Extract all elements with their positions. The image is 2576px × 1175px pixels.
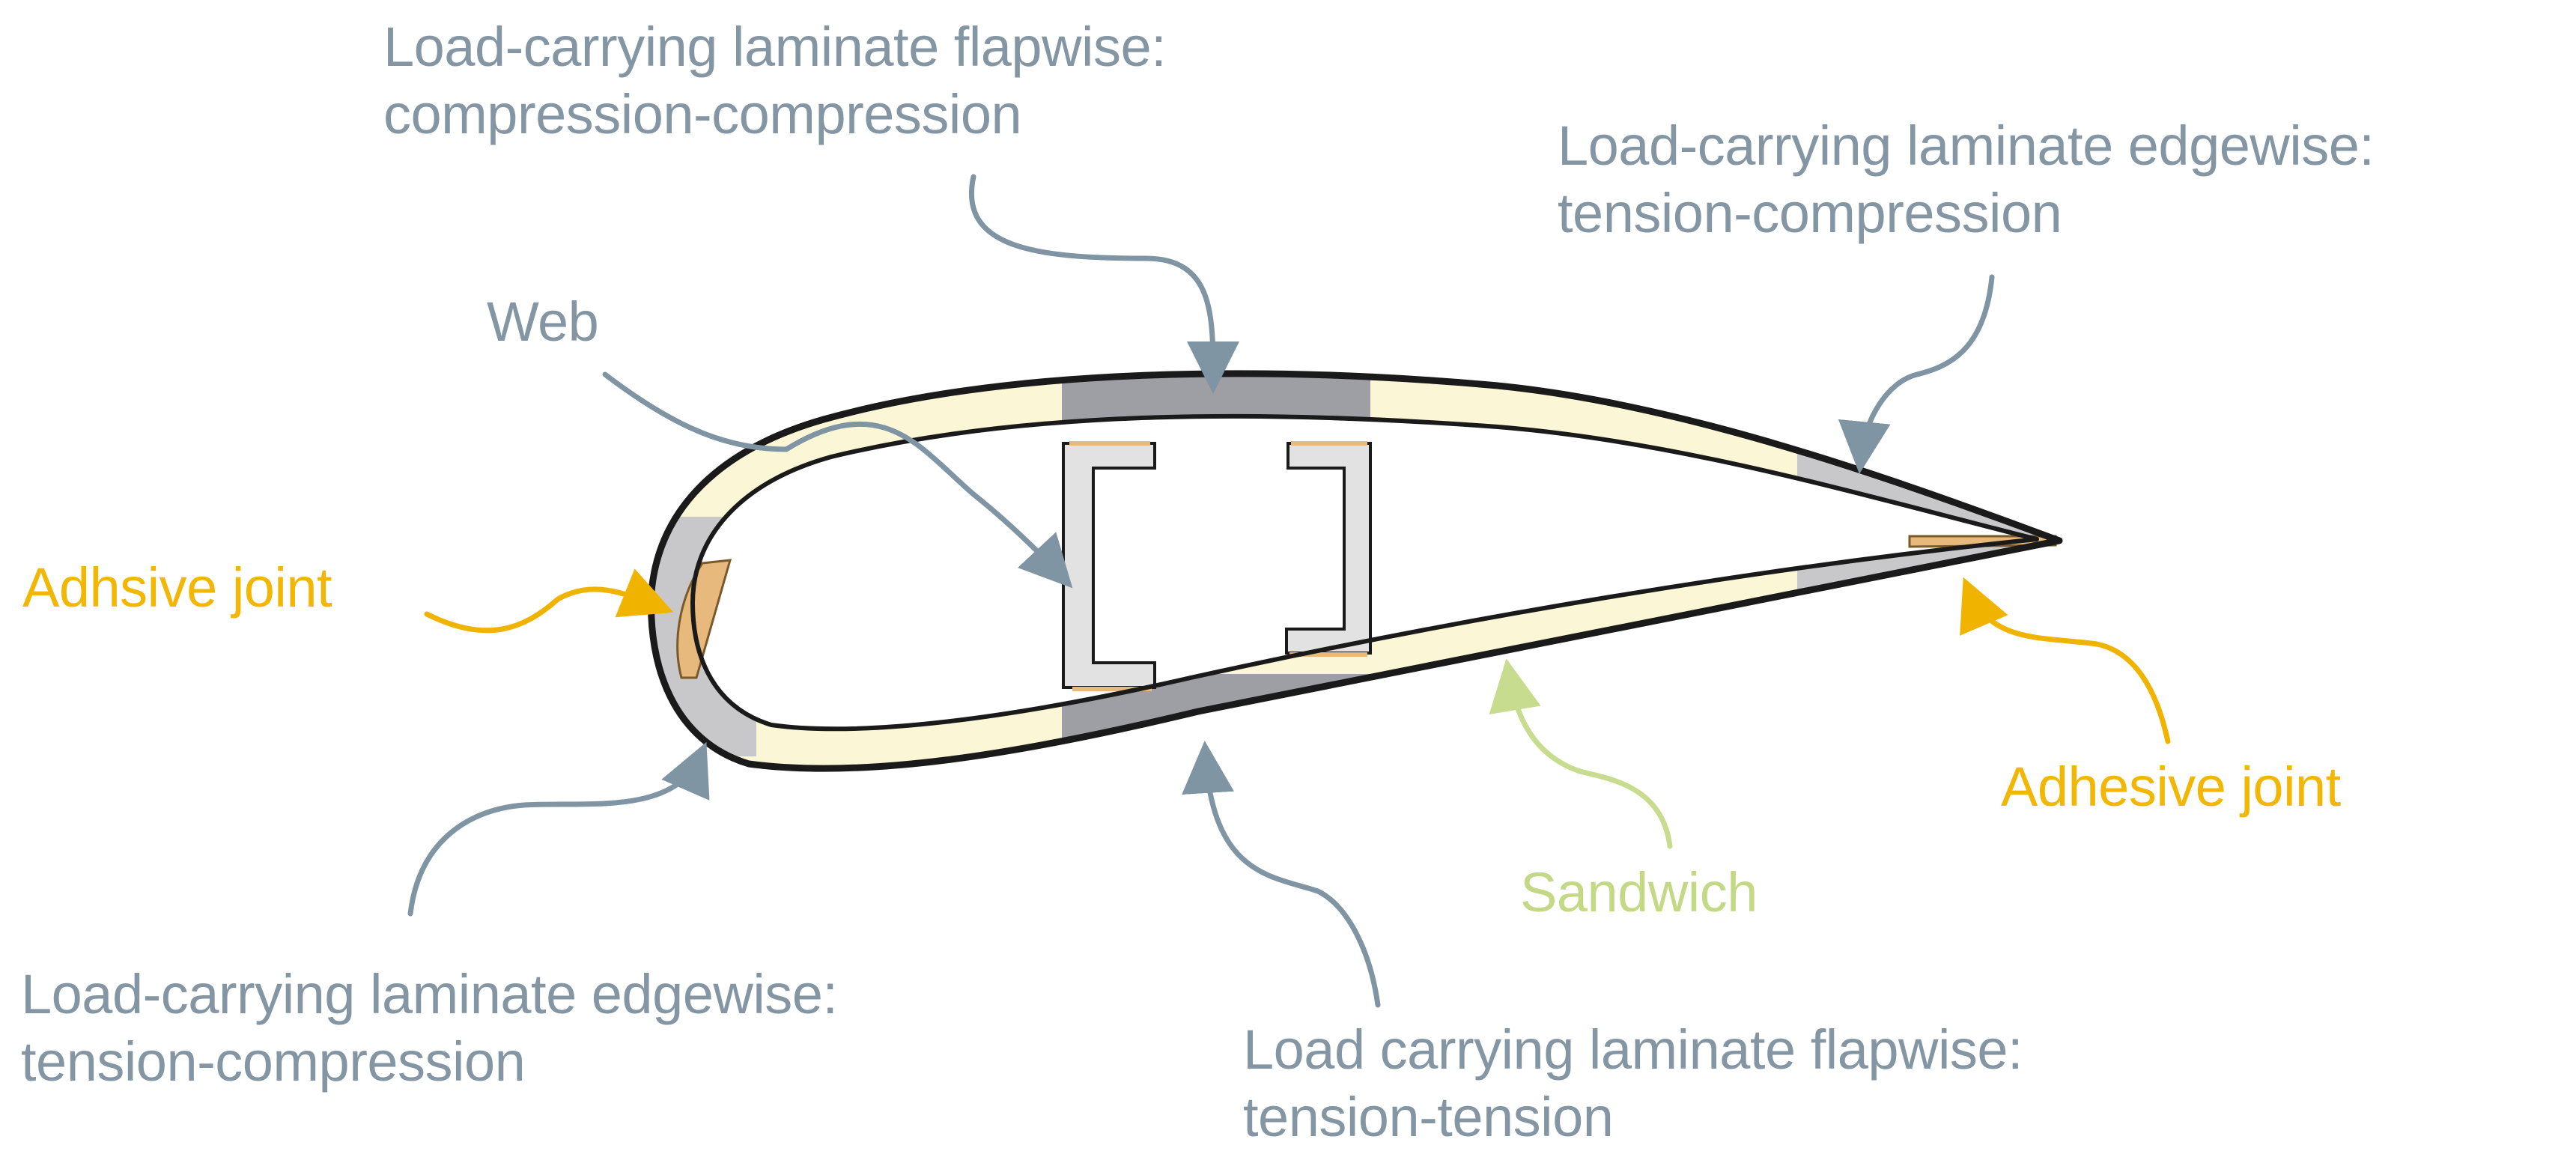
label-adhesive-right-text: Adhesive joint bbox=[2001, 756, 2341, 818]
label-edgewise-leading-line2: tension-compression bbox=[21, 1030, 526, 1093]
label-sandwich: Sandwich bbox=[1520, 859, 1758, 926]
label-flapwise-compression-line2: compression-compression bbox=[383, 83, 1022, 145]
label-edgewise-trailing: Load-carrying laminate edgewise: tension… bbox=[1558, 112, 2375, 247]
arrow-web bbox=[602, 371, 1073, 589]
label-flapwise-compression: Load-carrying laminate flapwise: compres… bbox=[383, 13, 1167, 148]
label-adhesive-left-text: Adhsive joint bbox=[22, 556, 332, 619]
label-flapwise-compression-line1: Load-carrying laminate flapwise: bbox=[383, 16, 1167, 78]
label-adhesive-right: Adhesive joint bbox=[2001, 753, 2341, 821]
label-flapwise-tension-line2: tension-tension bbox=[1243, 1086, 1614, 1148]
label-edgewise-trailing-line2: tension-compression bbox=[1558, 182, 2062, 244]
label-flapwise-tension-line1: Load carrying laminate flapwise: bbox=[1243, 1018, 2023, 1081]
label-web-text: Web bbox=[487, 291, 599, 353]
arrow-edgewise-trailing bbox=[1838, 274, 1995, 474]
arrow-flapwise-bottom bbox=[1182, 741, 1381, 1008]
arrow-flapwise-top bbox=[969, 174, 1239, 394]
label-edgewise-leading: Load-carrying laminate edgewise: tension… bbox=[21, 961, 838, 1096]
label-adhesive-left: Adhsive joint bbox=[22, 554, 332, 622]
shear-web-right bbox=[1285, 442, 1372, 655]
blade-inner-outline bbox=[690, 413, 2039, 732]
arrow-sandwich bbox=[1489, 658, 1673, 849]
label-web: Web bbox=[487, 288, 599, 356]
label-edgewise-leading-line1: Load-carrying laminate edgewise: bbox=[21, 963, 838, 1025]
label-flapwise-tension: Load carrying laminate flapwise: tension… bbox=[1243, 1016, 2023, 1151]
arrow-adhesive-right bbox=[1960, 577, 2171, 744]
arrow-edgewise-leading bbox=[407, 741, 710, 917]
label-sandwich-text: Sandwich bbox=[1520, 861, 1758, 923]
arrow-adhesive-left bbox=[424, 568, 674, 634]
label-edgewise-trailing-line1: Load-carrying laminate edgewise: bbox=[1558, 115, 2375, 177]
